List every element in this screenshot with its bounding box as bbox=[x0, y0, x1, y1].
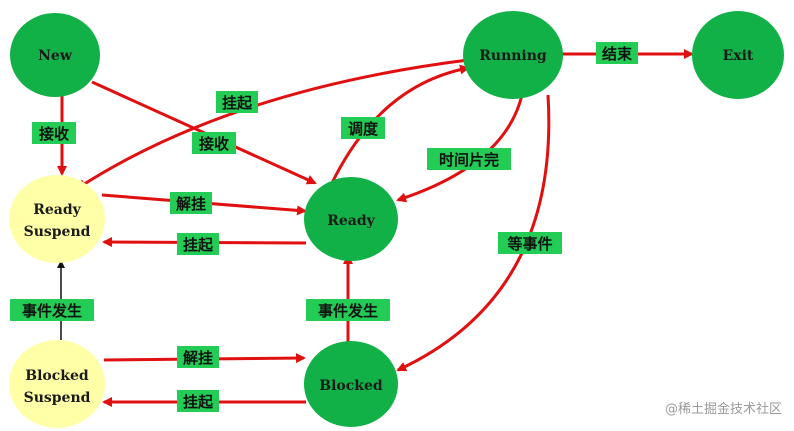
label-blocked-ready: 事件发生 bbox=[306, 299, 390, 321]
label-ready-readysuspend: 挂起 bbox=[177, 233, 219, 255]
label-new-ready: 接收 bbox=[192, 132, 236, 154]
node-blocked-label: Blocked bbox=[319, 378, 383, 394]
label-blocked-ready-text: 事件发生 bbox=[318, 302, 378, 320]
label-blockedsuspend-readysuspend: 事件发生 bbox=[10, 299, 94, 321]
label-new-readysuspend: 接收 bbox=[32, 122, 76, 144]
label-running-blocked: 等事件 bbox=[498, 232, 562, 254]
label-blockedsuspend-blocked: 解挂 bbox=[177, 346, 219, 368]
label-readysuspend-ready: 解挂 bbox=[170, 192, 212, 214]
arrow-running-to-blocked bbox=[396, 94, 551, 372]
arrow-ready-to-running bbox=[330, 64, 470, 184]
label-running-exit: 结束 bbox=[596, 42, 638, 64]
node-ready: Ready bbox=[304, 177, 398, 261]
label-new-ready-text: 接收 bbox=[199, 135, 229, 153]
label-ready-running: 调度 bbox=[341, 117, 385, 139]
label-blockedsuspend-readysuspend-text: 事件发生 bbox=[22, 302, 82, 320]
arrow-running-to-ready-suspend bbox=[76, 58, 469, 190]
label-running-readysuspend-text: 挂起 bbox=[222, 94, 253, 112]
label-running-ready: 时间片完 bbox=[427, 148, 511, 170]
label-ready-readysuspend-text: 挂起 bbox=[183, 236, 214, 254]
node-blocked-suspend-label-line1: Blocked bbox=[25, 368, 89, 384]
watermark: @稀土掘金技术社区 bbox=[664, 402, 782, 417]
node-ready-suspend-label-line2: Suspend bbox=[24, 224, 91, 240]
label-blocked-blockedsuspend: 挂起 bbox=[177, 390, 219, 412]
arrow-running-to-ready bbox=[396, 94, 524, 203]
node-new: New bbox=[10, 13, 100, 97]
node-running-label: Running bbox=[479, 48, 547, 64]
label-running-ready-text: 时间片完 bbox=[439, 151, 499, 169]
node-exit-label: Exit bbox=[723, 48, 754, 64]
node-new-label: New bbox=[38, 48, 73, 64]
node-blocked-suspend-label-line2: Suspend bbox=[24, 390, 91, 406]
node-ready-suspend-label-line1: Ready bbox=[33, 202, 81, 218]
label-running-blocked-text: 等事件 bbox=[507, 235, 552, 253]
label-blocked-blockedsuspend-text: 挂起 bbox=[183, 393, 214, 411]
label-ready-running-text: 调度 bbox=[348, 120, 379, 138]
node-blocked-suspend: Blocked Suspend bbox=[9, 340, 105, 428]
node-exit: Exit bbox=[692, 11, 784, 99]
label-blockedsuspend-blocked-text: 解挂 bbox=[183, 349, 213, 367]
label-readysuspend-ready-text: 解挂 bbox=[176, 195, 206, 213]
node-blocked: Blocked bbox=[304, 341, 398, 427]
node-ready-label: Ready bbox=[327, 213, 375, 229]
label-new-readysuspend-text: 接收 bbox=[39, 125, 69, 143]
node-ready-suspend: Ready Suspend bbox=[9, 175, 105, 263]
node-running: Running bbox=[463, 11, 563, 99]
label-running-readysuspend: 挂起 bbox=[216, 91, 258, 113]
label-running-exit-text: 结束 bbox=[602, 45, 633, 63]
